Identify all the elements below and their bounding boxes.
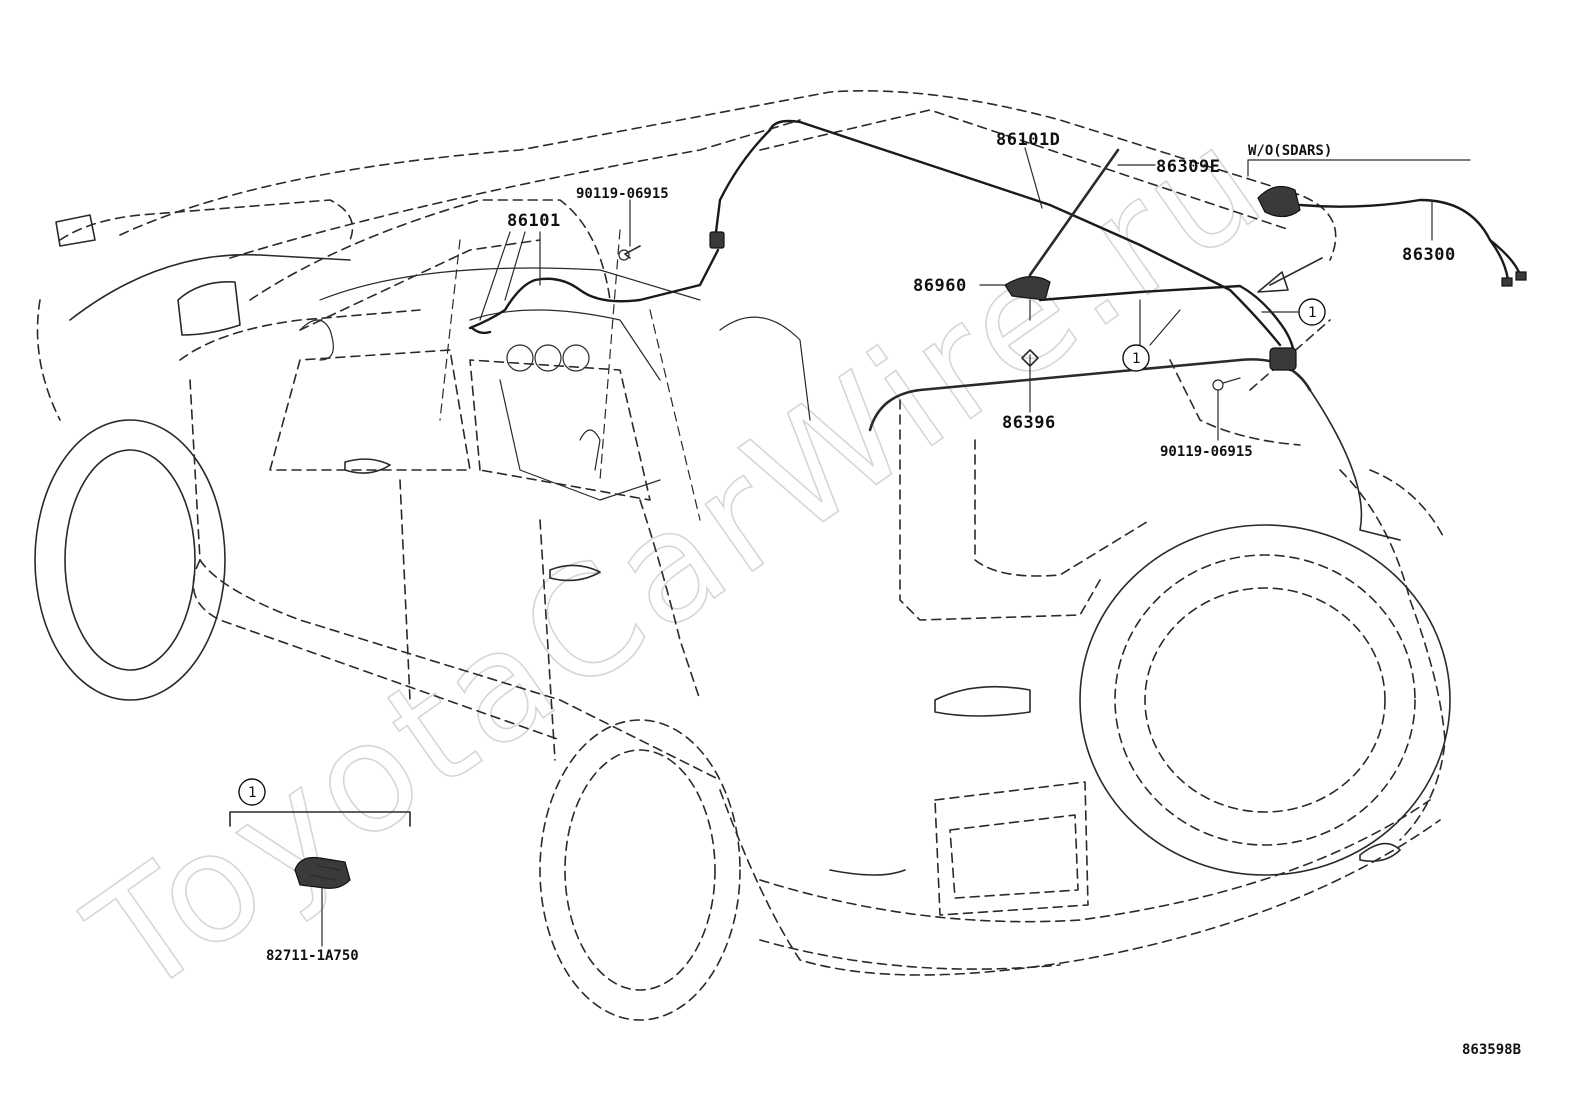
part-label-86396: 86396: [1002, 413, 1056, 433]
leader-lines: [321, 147, 1471, 947]
part-label-clamp: 82711-1A750: [266, 948, 359, 964]
watermark-text: ToyotaCarWire.ru: [60, 92, 1295, 1030]
vehicle-outline: [36, 90, 1446, 976]
callout-text: 1: [1308, 305, 1317, 321]
part-label-86300: 86300: [1402, 245, 1456, 265]
interior: [299, 229, 811, 521]
part-label-86101d: 86101D: [996, 130, 1060, 150]
callout-circle-center: 1: [1122, 344, 1150, 372]
grommet-86396: [1021, 349, 1039, 367]
part-label-86960: 86960: [913, 276, 967, 296]
callout-text: 1: [1132, 351, 1141, 367]
part-label-86309e: 86309E: [1156, 157, 1220, 177]
antenna-connector: [709, 231, 1297, 371]
part-label-bolt-front: 90119-06915: [576, 186, 669, 202]
part-label-86101: 86101: [507, 211, 561, 231]
inset-86300: [1257, 185, 1527, 287]
callout-circle-inset: 1: [238, 778, 266, 806]
variant-note: W/O(SDARS): [1248, 143, 1332, 159]
antenna-base: [1004, 276, 1051, 301]
bolt-icons: [618, 245, 1241, 391]
part-label-bolt-rear: 90119-06915: [1160, 444, 1253, 460]
callout-circle-right: 1: [1298, 298, 1326, 326]
antenna-wiring: [468, 119, 1296, 372]
wheels: [34, 419, 1451, 1021]
callout-text: 1: [248, 785, 257, 801]
inset-clamp: [229, 811, 411, 889]
watermark: ToyotaCarWire.ru: [59, 92, 1296, 1031]
antenna-mast: [1028, 148, 1120, 277]
drawing-id: 863598B: [1462, 1042, 1521, 1058]
